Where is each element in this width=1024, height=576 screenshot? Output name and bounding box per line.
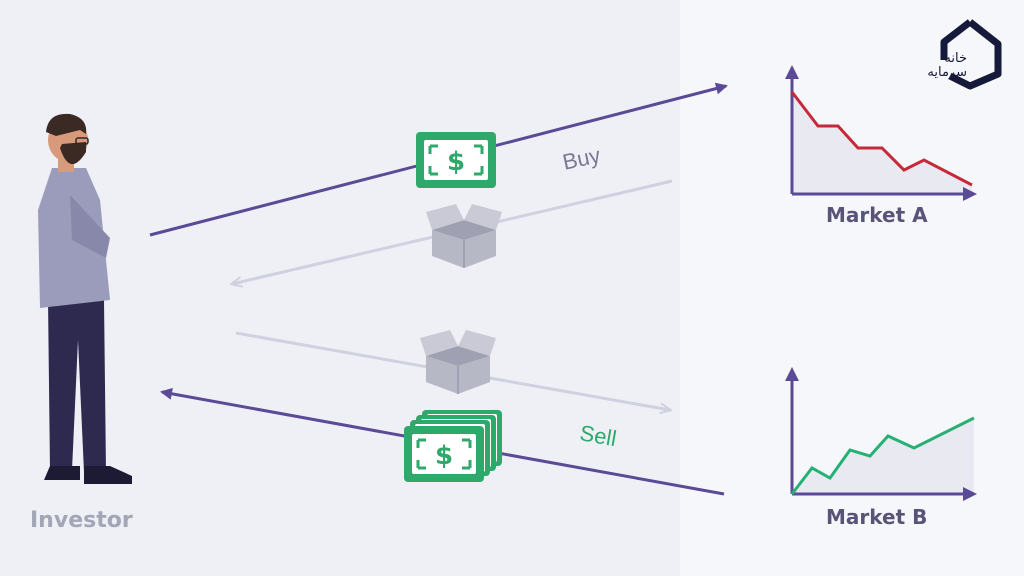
svg-text:$: $: [435, 441, 453, 471]
investor-label: Investor: [30, 508, 133, 533]
svg-text:$: $: [447, 147, 465, 177]
logo-text-line2: سرمایه: [927, 65, 967, 80]
investor-figure: [38, 113, 132, 484]
dollar-bill-icon: $: [416, 132, 496, 188]
market-b-label: Market B: [826, 505, 928, 529]
box-icon: [420, 330, 496, 394]
market-a-chart: [785, 65, 977, 201]
logo-text: خانه سرمایه: [895, 52, 967, 80]
market-a-label: Market A: [826, 203, 928, 227]
logo-house-icon: [940, 19, 1002, 90]
market-b-up-line: [790, 416, 975, 495]
box-icon: [426, 204, 502, 268]
market-b-chart: [785, 367, 977, 501]
dollar-bill-stack-icon: $: [404, 410, 502, 482]
logo-text-line1: خانه: [944, 51, 967, 66]
market-a-down-line: [790, 91, 973, 187]
